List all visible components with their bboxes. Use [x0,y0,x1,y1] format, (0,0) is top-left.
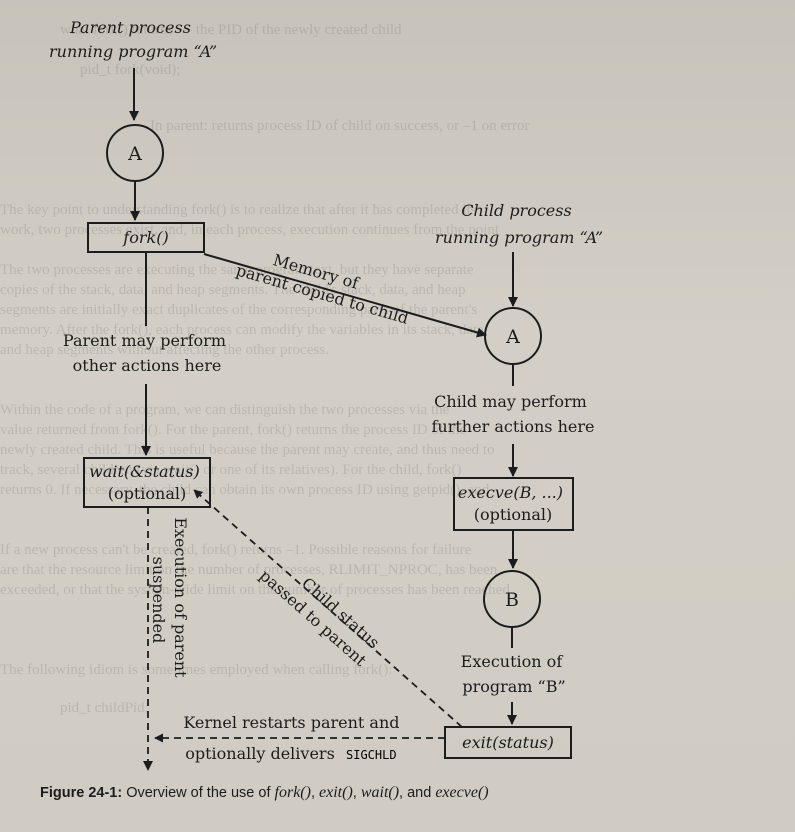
figure-caption: Figure 24-1: Overview of the use of fork… [40,784,780,802]
suspended-line-1: Execution of parent [171,517,190,678]
suspended-label: Execution of parent suspended [149,517,190,682]
fork-box-label: fork() [122,228,168,247]
child-status-label: Child status passed to parent [256,549,387,672]
caption-fn-execve: execve() [435,784,489,801]
execution-b-line-1: Execution of [461,652,564,671]
caption-fn-fork: fork() [274,784,311,801]
caption-fn-exit: exit() [319,784,353,801]
wait-box-line-2: (optional) [108,484,187,503]
arrow-fork-to-child [203,253,487,338]
kernel-restart-line-2: optionally delivers [185,744,335,763]
child-label-line-1: Child process [461,201,571,220]
execution-b-line-2: program “B” [462,677,565,696]
kernel-restart-line-1: Kernel restarts parent and [183,713,399,732]
node-a-parent-label: A [127,143,142,165]
execution-b-label: Execution of program “B” [461,652,568,696]
exit-box [444,726,572,759]
caption-text-1: Overview of the use of [122,785,275,801]
caption-figure-number: Figure 24-1: [40,785,123,801]
memory-copied-label: Memory of parent copied to child [234,241,416,328]
parent-actions-line-2: other actions here [73,356,222,375]
exit-box-label: exit(status) [462,733,554,752]
caption-sep-1: , [310,785,320,801]
suspended-line-2: suspended [149,557,168,644]
wait-box [83,457,211,508]
node-b-label: B [505,589,519,611]
parent-process-label: Parent process running program “A” [49,18,217,61]
parent-label-line-1: Parent process [69,18,191,37]
caption-fn-wait: wait() [360,784,400,801]
child-process-label: Child process running program “A” [435,201,603,247]
child-actions-line-1: Child may perform [434,392,587,411]
child-actions-label: Child may perform further actions here [432,392,595,436]
parent-label-line-2: running program “A” [49,42,217,61]
caption-sep-2: , [352,785,361,801]
child-actions-line-2: further actions here [432,417,595,436]
caption-sep-3: , and [399,785,436,801]
parent-actions-label: Parent may perform other actions here [63,331,231,375]
parent-actions-line-1: Parent may perform [63,331,226,350]
execve-box-line-2: (optional) [474,505,553,524]
sigchld-label: SIGCHLD [346,748,397,762]
execve-box-line-1: execve(B, ...) [458,483,563,502]
wait-box-label: wait(&status) (optional) [89,462,205,503]
child-label-line-2: running program “A” [435,228,603,247]
node-a-child-label: A [505,326,520,348]
kernel-restart-label: Kernel restarts parent and optionally de… [183,713,404,763]
wait-box-line-1: wait(&status) [89,462,200,481]
execve-box-label: execve(B, ...) (optional) [458,483,568,524]
